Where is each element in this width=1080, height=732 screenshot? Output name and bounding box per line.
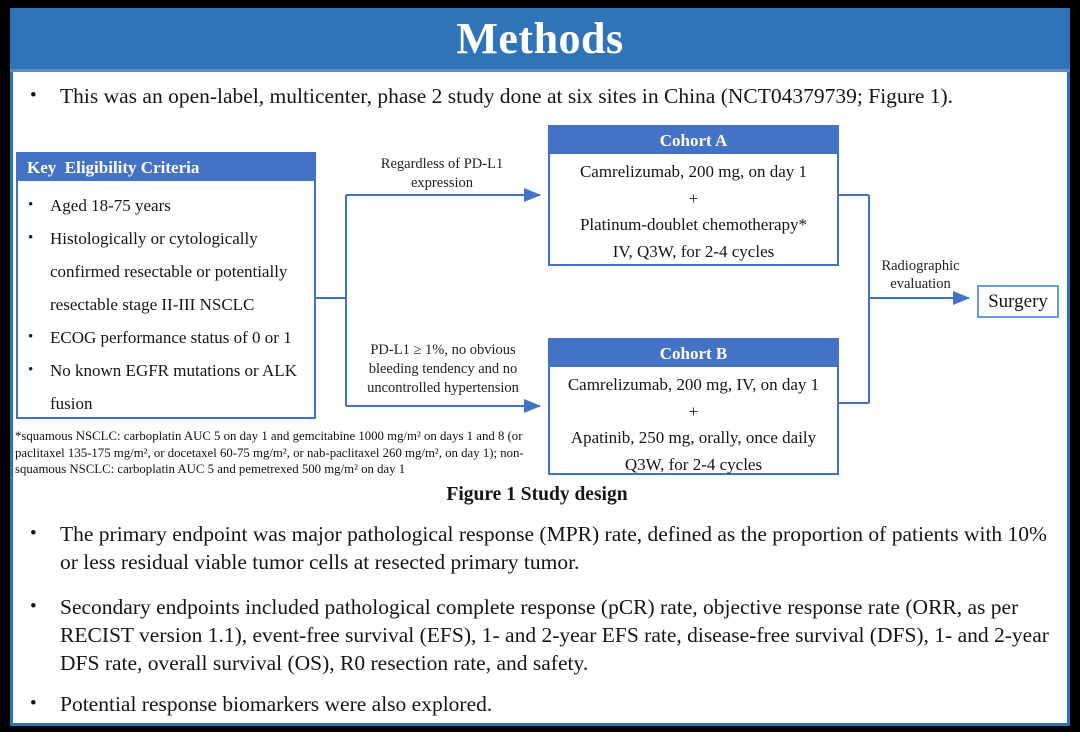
surgery-box: Surgery bbox=[977, 285, 1059, 318]
cohort-a-header: Cohort A bbox=[550, 127, 837, 154]
bullet-glyph: • bbox=[28, 329, 34, 345]
primary-endpoint-bullet: • The primary endpoint was major patholo… bbox=[30, 520, 1052, 576]
bullet-glyph: • bbox=[30, 596, 37, 617]
biomarkers-text: Potential response biomarkers were also … bbox=[60, 692, 493, 716]
bullet-glyph: • bbox=[30, 693, 37, 714]
biomarkers-bullet: • Potential response biomarkers were als… bbox=[30, 690, 1052, 718]
chemotherapy-footnote: *squamous NSCLC: carboplatin AUC 5 on da… bbox=[15, 429, 524, 476]
cohort-a-body: Camrelizumab, 200 mg, on day 1 + Platinu… bbox=[550, 154, 837, 265]
eligibility-box: Key Eligibility Criteria • Aged 18-75 ye… bbox=[16, 152, 316, 419]
cohort-b-line: Camrelizumab, 200 mg, IV, on day 1 bbox=[567, 375, 820, 394]
bullet-glyph: • bbox=[30, 85, 37, 106]
branch-label-top: Regardless of PD-L1 expression bbox=[380, 156, 504, 191]
eligibility-list: • Aged 18-75 years • Histologically or c… bbox=[18, 181, 314, 420]
title-bar: Methods bbox=[10, 8, 1070, 72]
eligibility-header: Key Eligibility Criteria bbox=[18, 154, 314, 181]
bullet-glyph: • bbox=[28, 197, 34, 213]
cohort-b-box: Cohort B Camrelizumab, 200 mg, IV, on da… bbox=[548, 338, 839, 475]
primary-endpoint-text: The primary endpoint was major pathologi… bbox=[60, 522, 1047, 574]
cohort-b-line: Q3W, for 2-4 cycles bbox=[624, 454, 763, 474]
page-title: Methods bbox=[456, 14, 624, 63]
eligibility-item-text: Histologically or cytologically confirme… bbox=[50, 229, 288, 314]
eligibility-item-text: Aged 18-75 years bbox=[50, 196, 171, 215]
list-item: • ECOG performance status of 0 or 1 bbox=[28, 321, 310, 354]
secondary-endpoint-text: Secondary endpoints included pathologica… bbox=[60, 595, 1049, 675]
list-item: • No known EGFR mutations or ALK fusion bbox=[28, 354, 310, 420]
branch-label-bottom: PD-L1 ≥ 1%, no obvious bleeding tendency… bbox=[367, 342, 519, 396]
secondary-endpoint-bullet: • Secondary endpoints included pathologi… bbox=[30, 593, 1052, 677]
cohort-b-header: Cohort B bbox=[550, 340, 837, 367]
bullet-glyph: • bbox=[28, 230, 34, 246]
cohort-a-box: Cohort A Camrelizumab, 200 mg, on day 1 … bbox=[548, 125, 839, 266]
figure-caption: Figure 1 Study design bbox=[446, 484, 628, 505]
cohort-a-line: IV, Q3W, for 2-4 cycles bbox=[612, 241, 775, 261]
surgery-label: Surgery bbox=[988, 290, 1048, 312]
intro-text: This was an open-label, multicenter, pha… bbox=[60, 84, 954, 108]
cohort-b-body: Camrelizumab, 200 mg, IV, on day 1 + Apa… bbox=[550, 367, 837, 478]
cohort-a-line: + bbox=[688, 188, 699, 208]
cohort-a-line: Platinum-doublet chemotherapy* bbox=[579, 215, 808, 234]
cohort-a-line: Camrelizumab, 200 mg, on day 1 bbox=[579, 162, 808, 181]
eligibility-item-text: ECOG performance status of 0 or 1 bbox=[50, 328, 292, 347]
list-item: • Histologically or cytologically confir… bbox=[28, 222, 310, 321]
list-item: • Aged 18-75 years bbox=[28, 189, 310, 222]
eligibility-item-text: No known EGFR mutations or ALK fusion bbox=[50, 361, 297, 413]
bullet-glyph: • bbox=[28, 362, 34, 378]
cohort-b-line: Apatinib, 250 mg, orally, once daily bbox=[570, 428, 817, 447]
intro-bullet: • This was an open-label, multicenter, p… bbox=[30, 82, 1055, 110]
bullet-glyph: • bbox=[30, 523, 37, 544]
cohort-b-line: + bbox=[688, 401, 699, 421]
radiographic-evaluation-label: Radiographic evaluation bbox=[881, 258, 960, 292]
